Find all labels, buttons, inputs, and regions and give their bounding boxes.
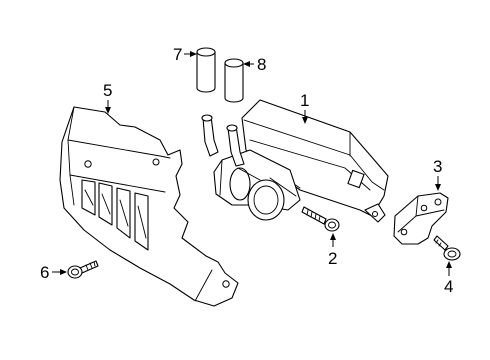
callout-5: 5 xyxy=(103,81,112,100)
heat-shield xyxy=(59,106,239,307)
callout-2: 2 xyxy=(328,249,337,268)
callout-3: 3 xyxy=(433,157,442,176)
mount-bracket xyxy=(393,192,449,245)
callout-7: 7 xyxy=(173,45,182,64)
hose-left xyxy=(196,47,216,93)
callout-6: 6 xyxy=(40,263,49,282)
hose-right xyxy=(224,58,244,103)
cooler-bolt xyxy=(301,206,340,232)
callout-4: 4 xyxy=(444,277,453,296)
bracket-bolt xyxy=(433,235,461,261)
leader-lines xyxy=(52,51,452,276)
shield-bolt xyxy=(67,260,99,279)
callout-8: 8 xyxy=(257,55,266,74)
callout-labels: 7 8 1 5 3 2 4 6 xyxy=(40,45,453,296)
callout-1: 1 xyxy=(300,91,309,110)
oil-cooler xyxy=(201,99,389,223)
